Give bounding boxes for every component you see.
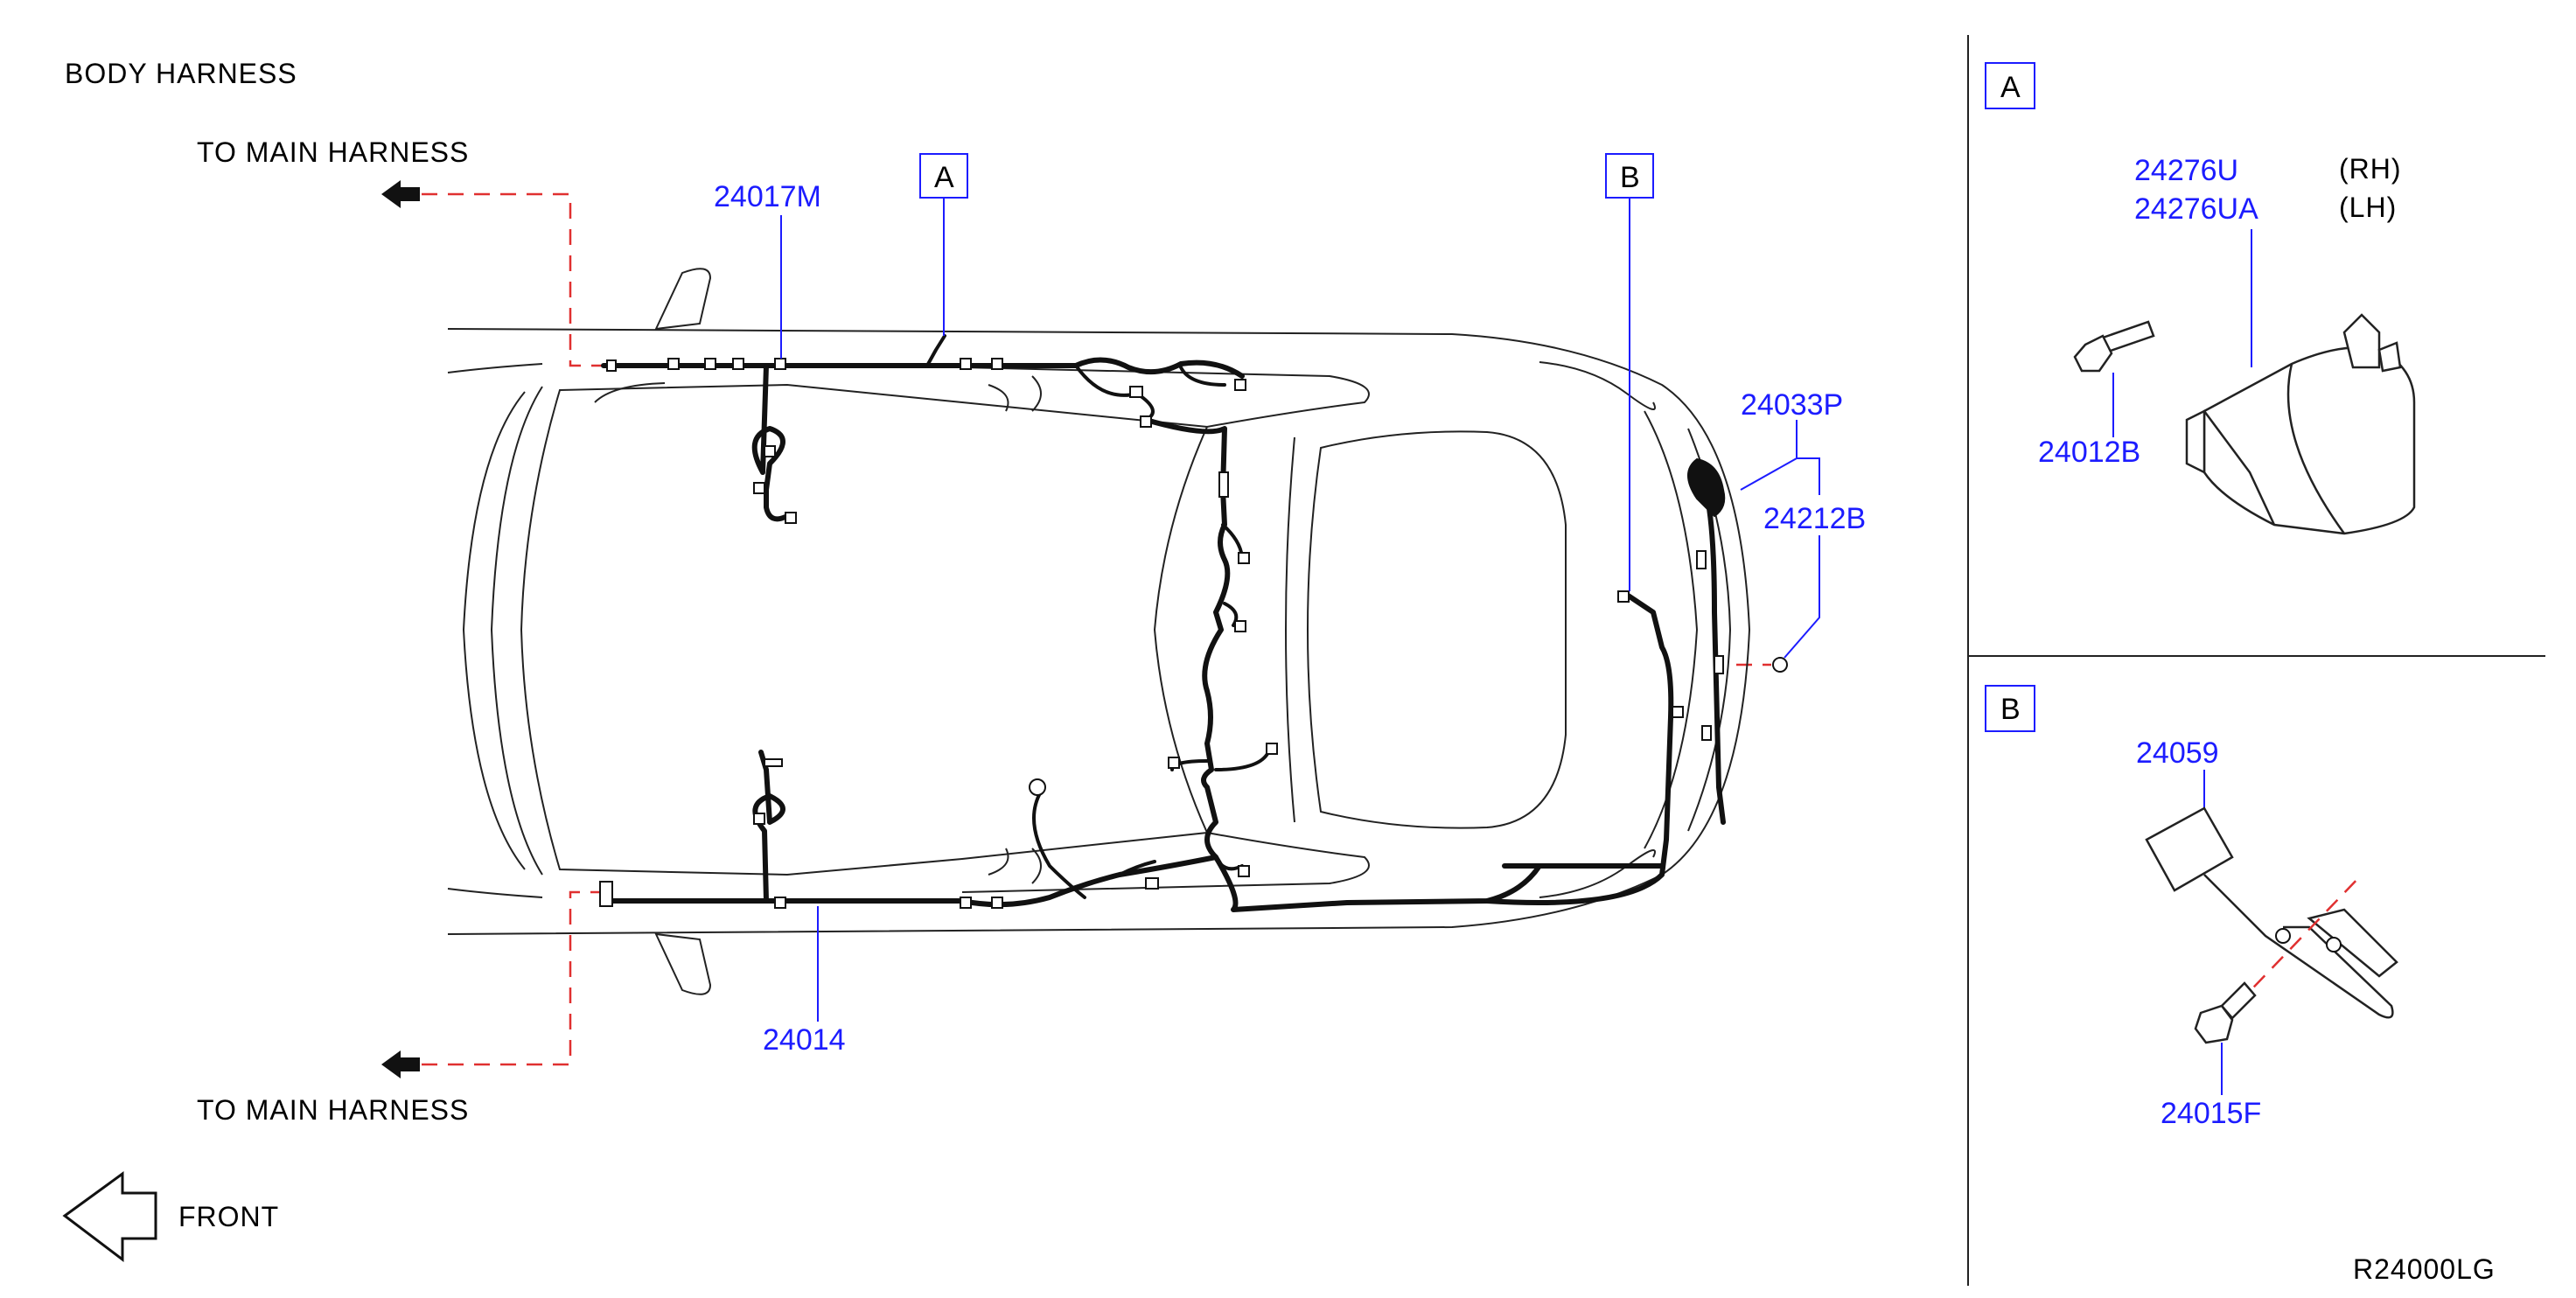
sensor-24059-icon bbox=[2145, 806, 2398, 1019]
callout-box-a-label: A bbox=[934, 161, 954, 194]
route-dashed-line-top bbox=[422, 192, 604, 367]
sensor-mount-dashed-line bbox=[2235, 874, 2363, 1007]
callout-box-b-label: B bbox=[1620, 161, 1640, 194]
part-number-24059: 24059 bbox=[2136, 736, 2219, 770]
bolt-24015f-icon bbox=[2194, 981, 2257, 1044]
arrow-left-icon bbox=[381, 180, 420, 208]
harness-connectors bbox=[599, 358, 1788, 909]
part-number-24015f: 24015F bbox=[2161, 1097, 2261, 1130]
harness-rear-wire bbox=[1484, 457, 1726, 905]
detail-a-box-label: A bbox=[2000, 71, 2021, 104]
harness-24014-wire bbox=[601, 750, 1542, 912]
part-number-24212b: 24212B bbox=[1763, 502, 1866, 535]
diagram-title: BODY HARNESS bbox=[65, 58, 297, 89]
part-number-24276u: 24276U bbox=[2134, 154, 2238, 187]
leader-24212b-bracket bbox=[1797, 457, 1820, 495]
rh-label: (RH) bbox=[2339, 153, 2402, 185]
part-number-24017m: 24017M bbox=[714, 180, 821, 213]
leader-24033p bbox=[1740, 420, 1798, 491]
to-main-harness-top-label: TO MAIN HARNESS bbox=[197, 136, 469, 168]
car-body-outline bbox=[447, 268, 1751, 995]
diagram-code: R24000LG bbox=[2353, 1253, 2496, 1285]
part-number-24033p: 24033P bbox=[1741, 388, 1843, 422]
detail-b-box-label: B bbox=[2000, 693, 2021, 726]
front-arrow-icon bbox=[62, 1171, 157, 1263]
to-main-harness-bottom-label: TO MAIN HARNESS bbox=[197, 1094, 469, 1126]
route-dashed-line-bottom bbox=[422, 890, 604, 1066]
detail-b-box bbox=[1985, 685, 2035, 732]
harness-vertical-trunk bbox=[1143, 417, 1270, 860]
detail-a-box bbox=[1985, 62, 2035, 109]
bolt-24012b-icon bbox=[2073, 320, 2155, 373]
front-label: FRONT bbox=[178, 1201, 279, 1232]
part-number-24014: 24014 bbox=[763, 1023, 846, 1057]
part-number-24276ua: 24276UA bbox=[2134, 192, 2258, 226]
harness-protector-24276u-icon bbox=[2185, 313, 2416, 535]
leader-24212b bbox=[1784, 535, 1820, 659]
part-number-24012b: 24012B bbox=[2038, 436, 2140, 469]
arrow-left-icon bbox=[381, 1050, 420, 1078]
callout-box-b bbox=[1605, 153, 1654, 199]
lh-label: (LH) bbox=[2339, 192, 2397, 223]
